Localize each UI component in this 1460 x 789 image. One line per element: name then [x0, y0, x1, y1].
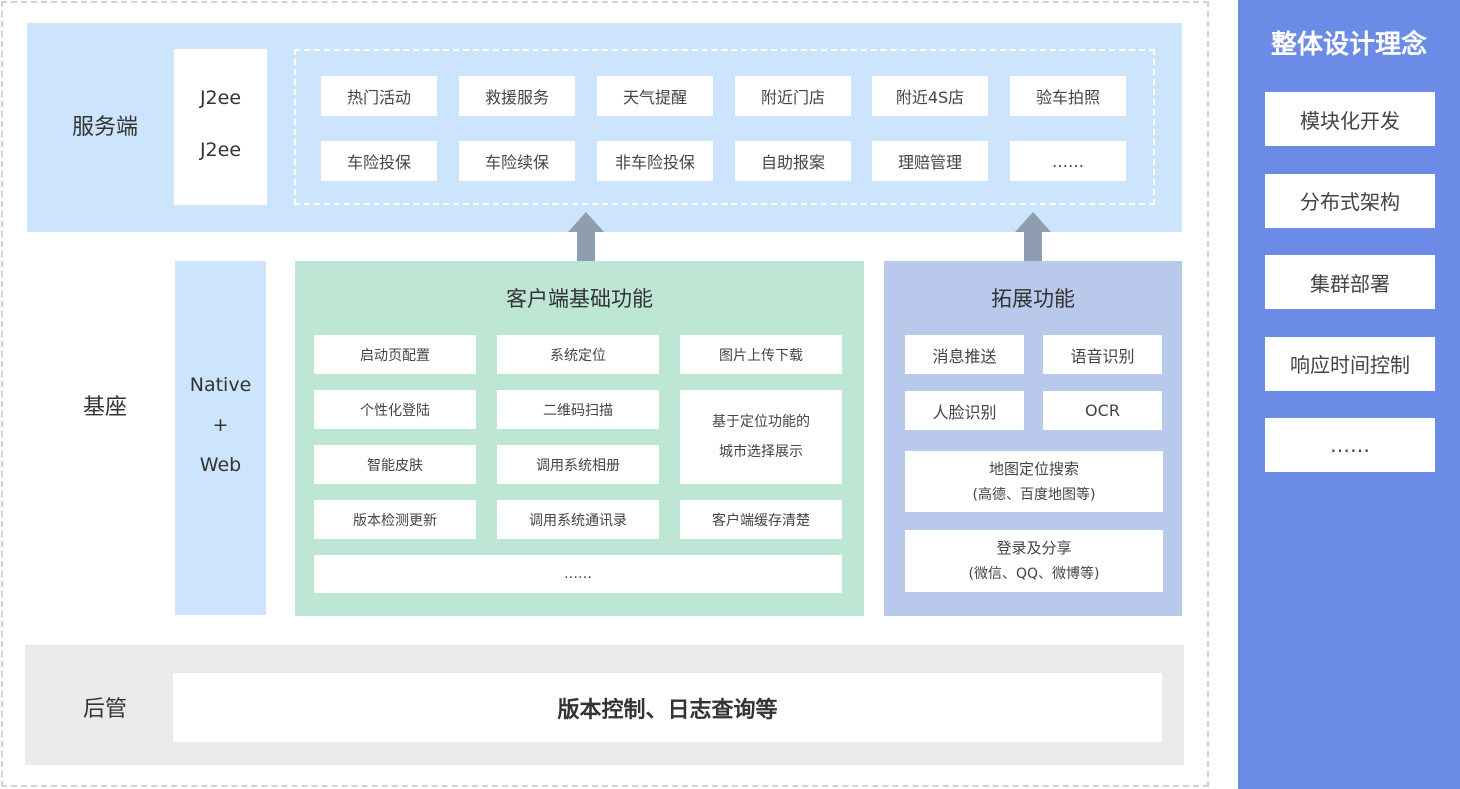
arrow-up-icon: [1015, 212, 1051, 262]
client-title: 客户端基础功能: [506, 287, 653, 311]
ext-item: 消息推送: [905, 335, 1024, 374]
base-label: 基座: [82, 395, 127, 420]
platform-box: Native + Web: [175, 261, 266, 615]
ext-item-login: 登录及分享 (微信、QQ、微博等): [905, 530, 1163, 592]
client-item: 启动页配置: [314, 335, 476, 374]
service-item: 附近门店: [735, 76, 851, 116]
main-frame: [1, 1, 1209, 787]
service-item: 自助报案: [735, 141, 851, 181]
client-item: 调用系统相册: [497, 445, 659, 484]
city-line: 基于定位功能的: [712, 414, 810, 430]
service-items-group: [294, 49, 1155, 205]
service-item: 热门活动: [321, 76, 437, 116]
admin-content: 版本控制、日志查询等: [173, 673, 1162, 742]
concept-title: 整体设计理念: [1270, 29, 1427, 60]
tech-box: J2ee J2ee: [174, 49, 267, 205]
platform-item: +: [212, 414, 229, 436]
concept-item: 集群部署: [1265, 255, 1435, 309]
client-item: 个性化登陆: [314, 390, 476, 429]
client-item: 版本检测更新: [314, 500, 476, 539]
service-item: 天气提醒: [597, 76, 713, 116]
service-label: 服务端: [71, 115, 138, 140]
map-line: 地图定位搜索: [988, 459, 1079, 478]
ext-item: OCR: [1043, 391, 1162, 430]
ext-item: 人脸识别: [905, 391, 1024, 430]
client-item: 智能皮肤: [314, 445, 476, 484]
platform-item: Native: [189, 374, 252, 396]
client-item: 调用系统通讯录: [497, 500, 659, 539]
concept-item: 分布式架构: [1265, 173, 1435, 228]
map-line: (高德、百度地图等): [972, 486, 1096, 503]
client-item: 图片上传下载: [680, 335, 842, 374]
concept-item: 模块化开发: [1265, 92, 1435, 146]
client-item: 客户端缓存清楚: [680, 500, 842, 539]
service-item: 验车拍照: [1010, 76, 1126, 116]
city-line: 城市选择展示: [719, 444, 803, 460]
service-item: 附近4S店: [872, 76, 988, 116]
client-item: 系统定位: [497, 335, 659, 374]
concept-item: 响应时间控制: [1265, 336, 1435, 391]
login-line: 登录及分享: [996, 539, 1072, 557]
service-item: ……: [1010, 141, 1126, 181]
admin-label: 后管: [82, 697, 127, 722]
client-item: 二维码扫描: [497, 390, 659, 429]
service-item: 理赔管理: [872, 141, 988, 181]
service-item: 车险投保: [321, 141, 437, 181]
service-item: 车险续保: [459, 141, 575, 181]
client-item-more: ……: [314, 555, 842, 593]
client-item-city: 基于定位功能的 城市选择展示: [680, 390, 842, 484]
ext-item: 语音识别: [1043, 335, 1162, 374]
tech-item: J2ee: [199, 139, 242, 161]
ext-item-map: 地图定位搜索 (高德、百度地图等): [905, 451, 1163, 512]
arrow-up-icon: [568, 212, 604, 262]
concept-item: ……: [1265, 418, 1435, 472]
ext-title: 拓展功能: [991, 287, 1075, 311]
platform-item: Web: [199, 454, 242, 476]
service-item: 非车险投保: [597, 141, 713, 181]
login-line: (微信、QQ、微博等): [968, 566, 1100, 582]
service-item: 救援服务: [459, 76, 575, 116]
tech-item: J2ee: [199, 87, 242, 109]
